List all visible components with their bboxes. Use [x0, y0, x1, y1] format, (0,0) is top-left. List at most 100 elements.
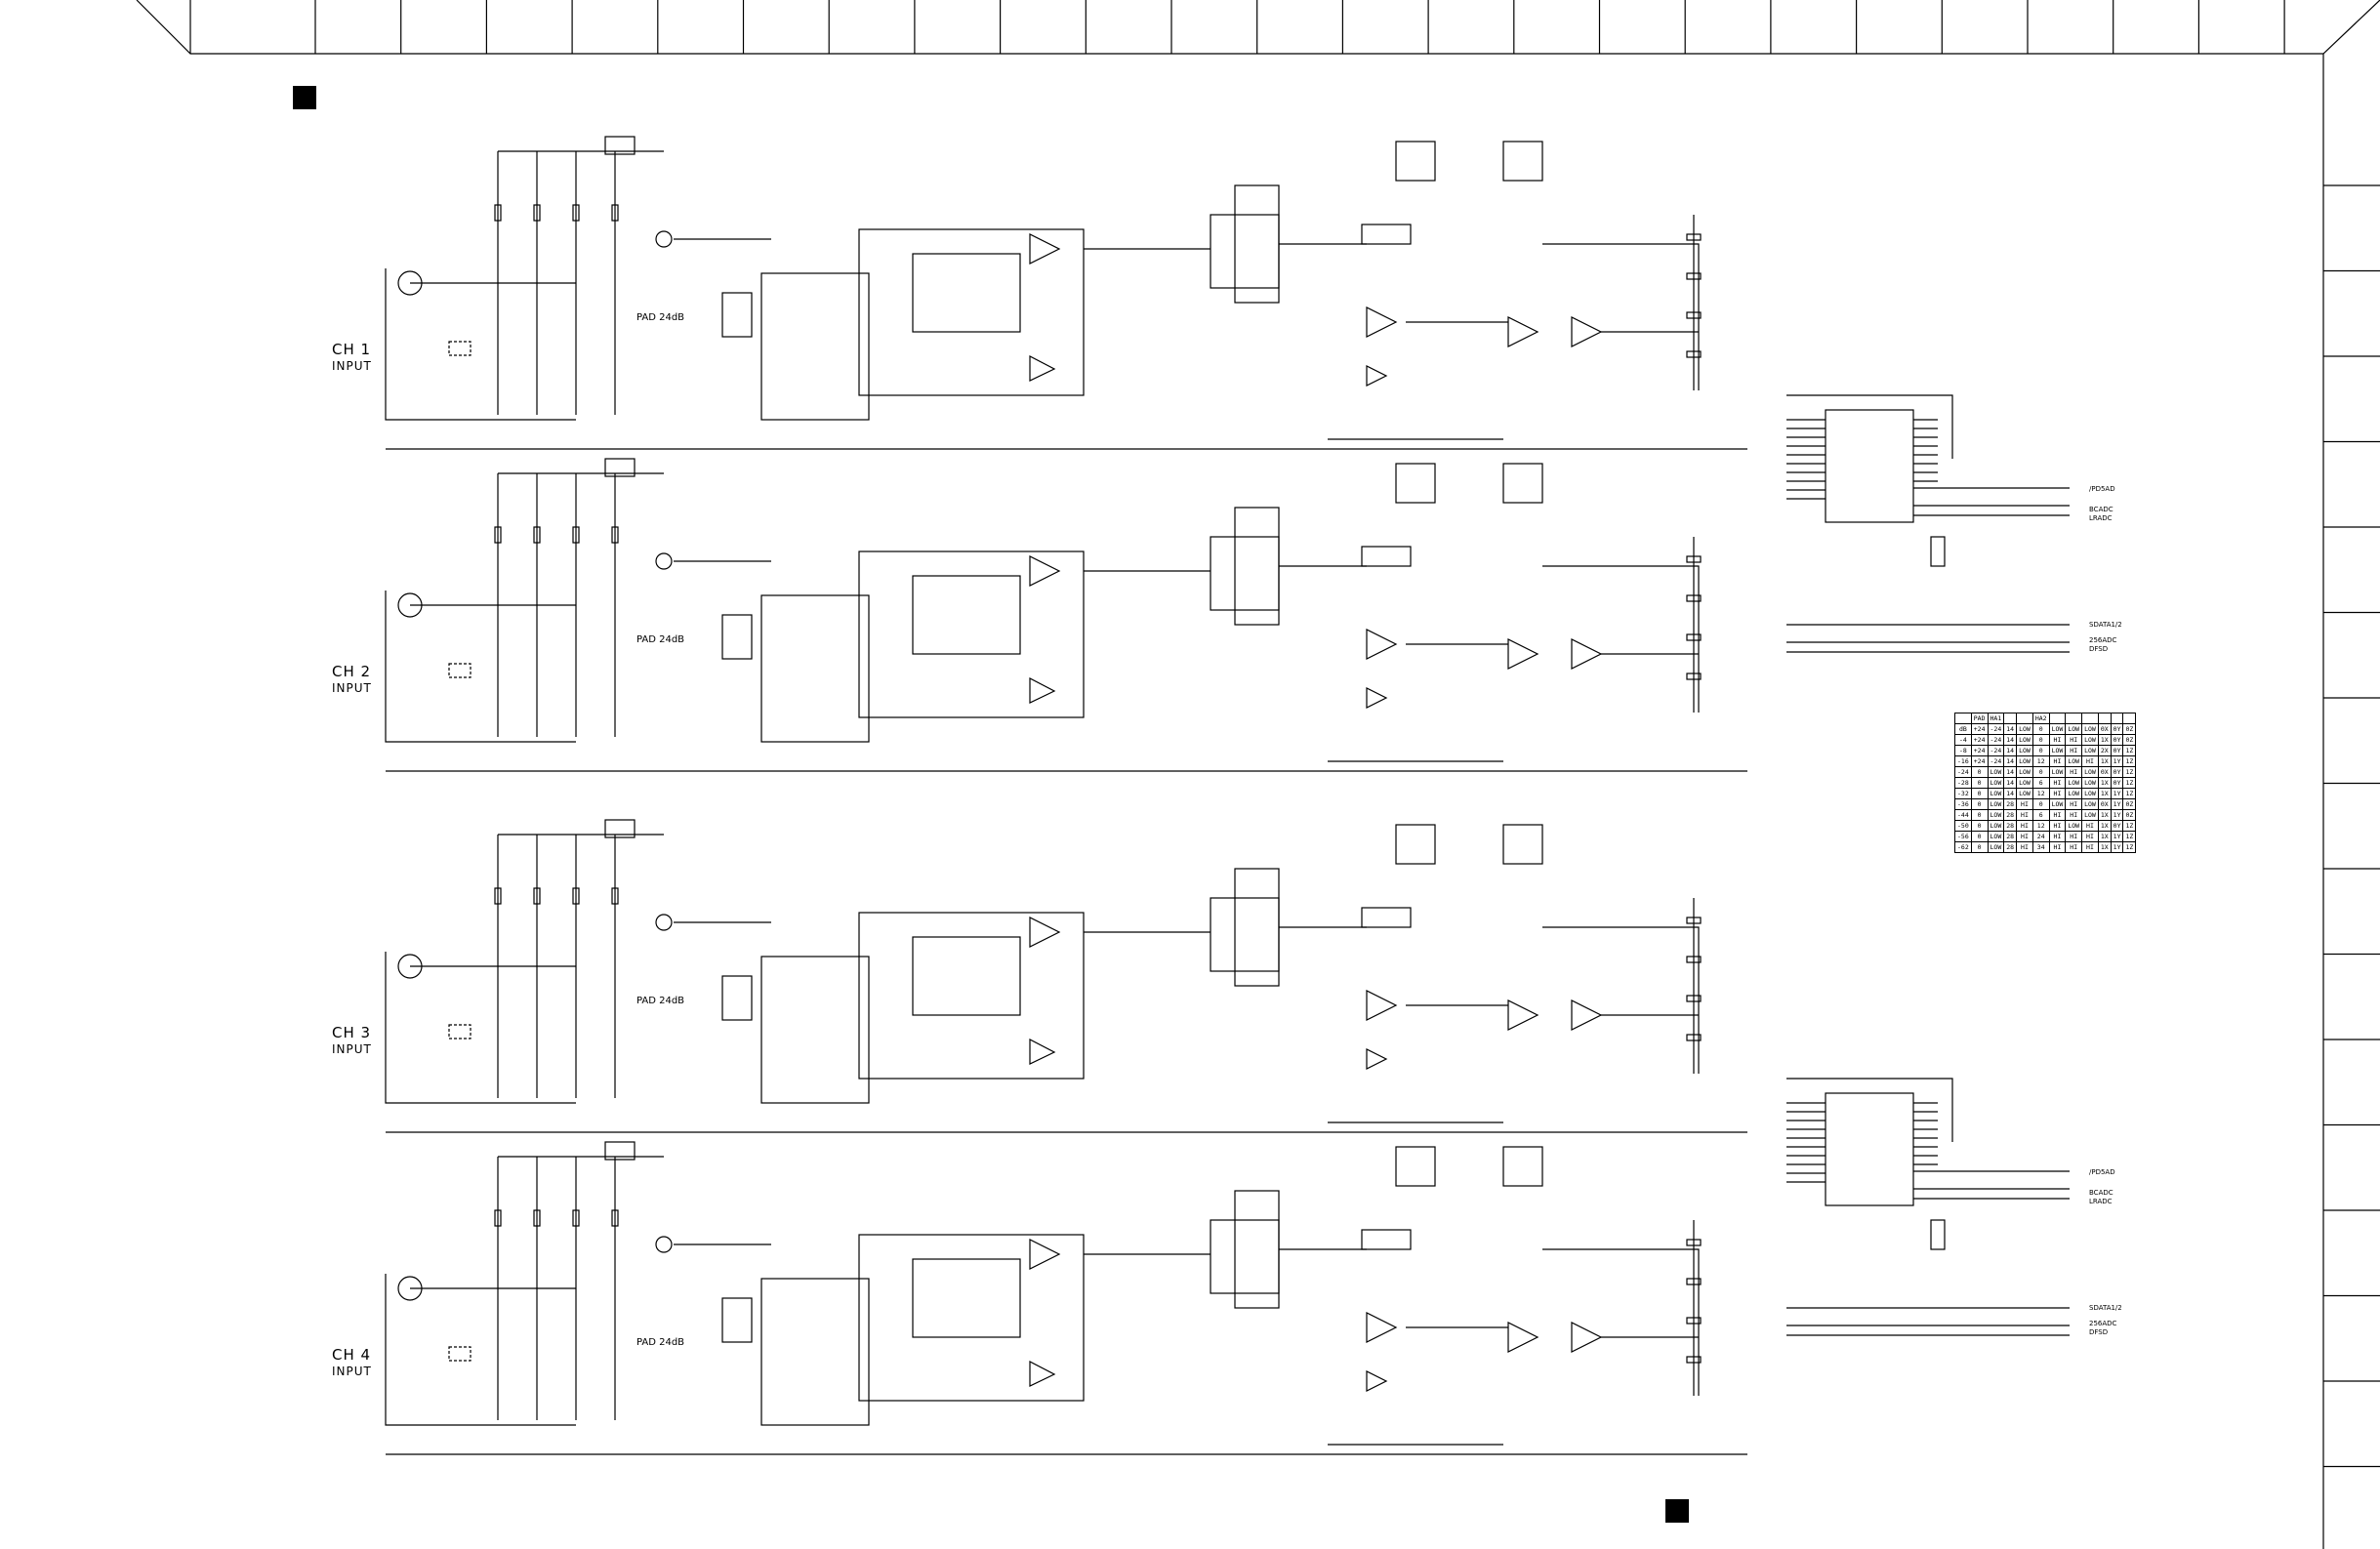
table-cell: LOW: [2016, 777, 2033, 789]
gain-table-header-cell: [2110, 713, 2124, 724]
table-cell: 0Y: [2110, 745, 2124, 756]
table-cell: LOW: [2065, 777, 2083, 789]
table-cell: 12: [2031, 820, 2050, 832]
channel-label-4: CH 4 INPUT: [332, 1347, 372, 1380]
table-cell: HI: [2016, 831, 2033, 842]
frame-ticks: [314, 0, 2380, 1468]
table-cell: 0: [2031, 723, 2050, 735]
table-cell: HI: [2065, 734, 2083, 746]
pad-label-2: PAD 24dB: [636, 634, 685, 645]
table-cell: LOW: [1987, 798, 2005, 810]
table-cell: HI: [2065, 809, 2083, 821]
table-cell: LOW: [1987, 841, 2005, 853]
table-cell: 0: [1970, 798, 1989, 810]
channel-circuit-1: [385, 136, 1747, 450]
table-cell: 1X: [2097, 831, 2112, 842]
table-cell: 1X: [2097, 820, 2112, 832]
output-label-pd5ad-b: /PD5AD: [2089, 1168, 2115, 1176]
table-cell: 0: [2031, 798, 2050, 810]
table-cell: LOW: [2081, 745, 2099, 756]
table-cell: 14: [2003, 777, 2018, 789]
table-cell: HI: [2081, 755, 2099, 767]
channel-circuit-4: [385, 1141, 1747, 1455]
table-cell: LOW: [2081, 777, 2099, 789]
channel-label-2: CH 2 INPUT: [332, 664, 372, 697]
table-cell: 6: [2031, 809, 2050, 821]
table-cell: HI: [2048, 755, 2067, 767]
pad-label-1: PAD 24dB: [636, 312, 685, 323]
table-cell: HI: [2016, 809, 2033, 821]
table-cell: -56: [1954, 831, 1972, 842]
gain-table-header-cell: HA2: [2031, 713, 2050, 724]
table-cell: 14: [2003, 766, 2018, 778]
table-cell: 12: [2031, 755, 2050, 767]
table-cell: 14: [2003, 745, 2018, 756]
output-label-sdata-a: SDATA1/2: [2089, 621, 2122, 629]
table-cell: LOW: [2048, 798, 2067, 810]
gain-table-header-cell: [2097, 713, 2112, 724]
table-cell: 0: [1970, 777, 1989, 789]
table-cell: HI: [2048, 788, 2067, 799]
table-cell: HI: [2048, 809, 2067, 821]
table-cell: 1X: [2097, 777, 2112, 789]
table-cell: 1X: [2097, 734, 2112, 746]
table-cell: 14: [2003, 723, 2018, 735]
table-cell: HI: [2048, 734, 2067, 746]
table-cell: HI: [2065, 745, 2083, 756]
table-cell: 0: [2031, 734, 2050, 746]
table-cell: HI: [2081, 820, 2099, 832]
table-cell: HI: [2065, 831, 2083, 842]
table-cell: 0: [1970, 841, 1989, 853]
table-cell: HI: [2016, 820, 2033, 832]
table-cell: 0: [1970, 820, 1989, 832]
channel-name: CH 2: [332, 663, 372, 680]
table-cell: LOW: [1987, 766, 2005, 778]
channel-sub: INPUT: [332, 359, 372, 373]
channel-sub: INPUT: [332, 1365, 372, 1378]
gain-table-header-cell: [2003, 713, 2018, 724]
table-cell: 0: [1970, 766, 1989, 778]
table-cell: HI: [2016, 798, 2033, 810]
table-cell: LOW: [2081, 809, 2099, 821]
table-cell: HI: [2081, 831, 2099, 842]
output-label-bcadc-b: BCADC: [2089, 1189, 2113, 1197]
table-cell: LOW: [1987, 788, 2005, 799]
table-cell: LOW: [2016, 734, 2033, 746]
table-cell: 0X: [2097, 798, 2112, 810]
table-cell: 1X: [2097, 788, 2112, 799]
gain-table-header-cell: HA1: [1987, 713, 2005, 724]
output-label-dfsd-a: DFSD: [2089, 645, 2109, 653]
table-cell: 0Z: [2122, 809, 2137, 821]
table-cell: 1X: [2097, 755, 2112, 767]
table-cell: HI: [2048, 831, 2067, 842]
table-cell: LOW: [1987, 777, 2005, 789]
table-cell: dB: [1954, 723, 1972, 735]
table-cell: LOW: [2065, 788, 2083, 799]
table-cell: -4: [1954, 734, 1972, 746]
table-cell: HI: [2065, 841, 2083, 853]
table-cell: 1X: [2097, 841, 2112, 853]
adc-block-2: [1786, 1078, 2070, 1336]
gain-table-header-cell: [1954, 713, 1972, 724]
output-label-sdata-b: SDATA1/2: [2089, 1304, 2122, 1312]
table-cell: 1X: [2097, 809, 2112, 821]
table-cell: LOW: [2065, 755, 2083, 767]
channel-name: CH 1: [332, 341, 372, 358]
table-cell: 1Z: [2122, 788, 2137, 799]
table-cell: LOW: [2081, 766, 2099, 778]
table-cell: HI: [2065, 766, 2083, 778]
table-cell: 1Y: [2110, 798, 2124, 810]
table-cell: 1Y: [2110, 831, 2124, 842]
table-cell: -24: [1987, 745, 2005, 756]
page-frame: [136, 0, 2380, 1549]
adc-blocks: [1786, 394, 2070, 1336]
table-cell: LOW: [2016, 766, 2033, 778]
